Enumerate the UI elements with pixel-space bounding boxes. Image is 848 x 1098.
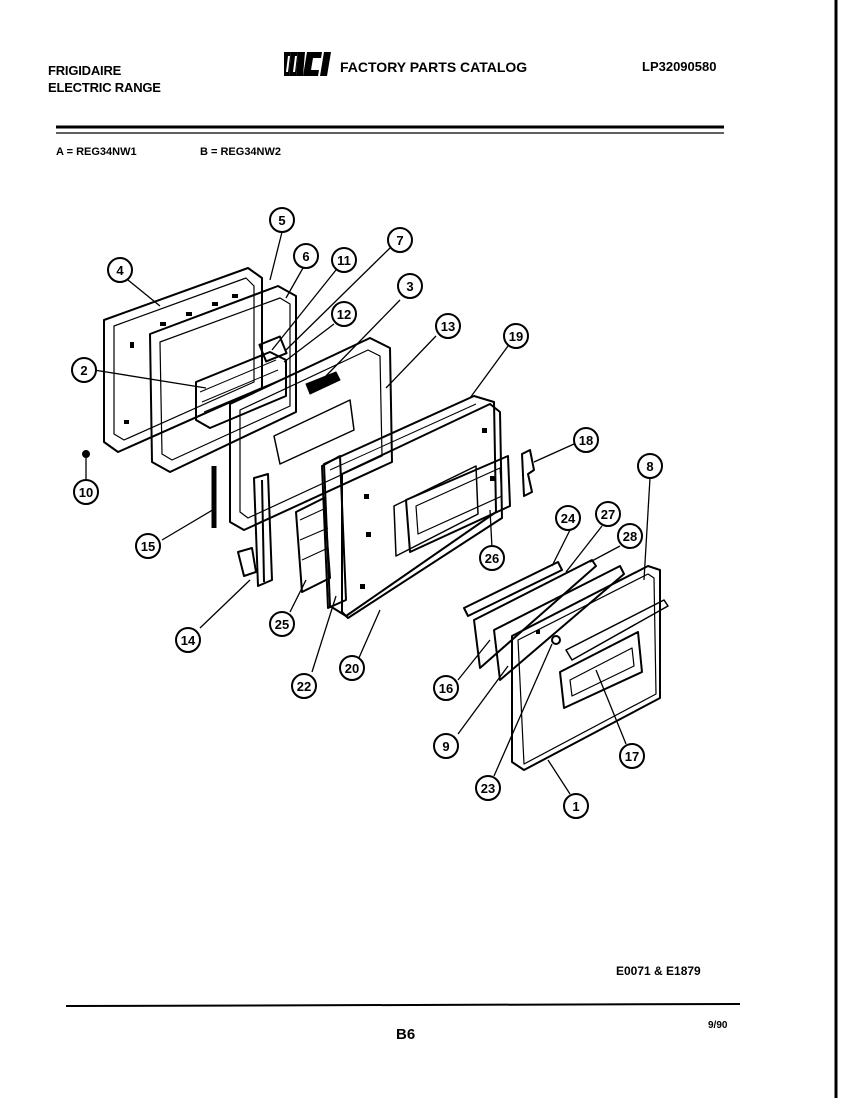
callout-10: 10 bbox=[73, 479, 99, 505]
model-a: A = REG34NW1 bbox=[56, 146, 137, 158]
callout-13: 13 bbox=[435, 313, 461, 339]
product-type: ELECTRIC RANGE bbox=[48, 80, 161, 95]
callout-19-label: 19 bbox=[509, 329, 523, 344]
callout-11: 11 bbox=[331, 247, 357, 273]
callout-6: 6 bbox=[293, 243, 319, 269]
page-frame bbox=[56, 0, 838, 1098]
callout-10-label: 10 bbox=[79, 485, 93, 500]
callout-8: 8 bbox=[637, 453, 663, 479]
callout-14: 14 bbox=[175, 627, 201, 653]
callout-15-label: 15 bbox=[141, 539, 155, 554]
part-20-outer-panel bbox=[323, 395, 503, 619]
part-codes: E0071 & E1879 bbox=[616, 964, 701, 978]
callout-5-label: 5 bbox=[278, 213, 285, 228]
callout-7: 7 bbox=[387, 227, 413, 253]
part-9-trim bbox=[493, 565, 625, 681]
callout-2-label: 2 bbox=[80, 363, 87, 378]
part-2-insulation bbox=[195, 335, 288, 429]
callout-26-label: 26 bbox=[485, 551, 499, 566]
leader-lines bbox=[85, 231, 651, 795]
callout-26: 26 bbox=[479, 545, 505, 571]
wci-logo bbox=[278, 50, 338, 82]
part-5-gasket bbox=[149, 285, 297, 473]
callout-28-label: 28 bbox=[623, 529, 637, 544]
callout-4: 4 bbox=[107, 257, 133, 283]
callout-17-label: 17 bbox=[625, 749, 639, 764]
callout-24: 24 bbox=[555, 505, 581, 531]
callout-20-label: 20 bbox=[345, 661, 359, 676]
callout-13-label: 13 bbox=[441, 319, 455, 334]
callout-20: 20 bbox=[339, 655, 365, 681]
brand-name: FRIGIDAIRE bbox=[48, 63, 122, 78]
callout-1: 1 bbox=[563, 793, 589, 819]
callout-28: 28 bbox=[617, 523, 643, 549]
part-25-glass-pack bbox=[295, 497, 331, 593]
callout-18: 18 bbox=[573, 427, 599, 453]
part-24-trim bbox=[463, 561, 563, 617]
callout-18-label: 18 bbox=[579, 433, 593, 448]
callout-8-label: 8 bbox=[646, 459, 653, 474]
callout-3: 3 bbox=[397, 273, 423, 299]
callouts: 1 2 3 4 5 6 7 8 9 10 11 12 13 14 15 16 1… bbox=[71, 207, 663, 819]
callout-9: 9 bbox=[433, 733, 459, 759]
callout-25-label: 25 bbox=[275, 617, 289, 632]
callout-11-label: 11 bbox=[337, 253, 351, 268]
callout-5: 5 bbox=[269, 207, 295, 233]
callout-12-label: 12 bbox=[337, 307, 351, 322]
callout-19: 19 bbox=[503, 323, 529, 349]
part-1-door-front bbox=[511, 565, 669, 771]
callout-1-label: 1 bbox=[572, 799, 579, 814]
part-4-door-liner bbox=[103, 267, 263, 453]
callout-27: 27 bbox=[595, 501, 621, 527]
part-18-clip bbox=[521, 449, 535, 497]
callout-3-label: 3 bbox=[406, 279, 413, 294]
part-16-gasket bbox=[473, 559, 597, 669]
model-b: B = REG34NW2 bbox=[200, 146, 281, 158]
callout-16: 16 bbox=[433, 675, 459, 701]
callout-14-label: 14 bbox=[181, 633, 196, 648]
page-number: B6 bbox=[396, 1026, 416, 1043]
callout-2: 2 bbox=[71, 357, 97, 383]
callout-12: 12 bbox=[331, 301, 357, 327]
callout-25: 25 bbox=[269, 611, 295, 637]
print-date: 9/90 bbox=[708, 1020, 728, 1031]
catalog-number: LP32090580 bbox=[642, 59, 717, 74]
callout-15: 15 bbox=[135, 533, 161, 559]
callout-23-label: 23 bbox=[481, 781, 495, 796]
callout-22: 22 bbox=[291, 673, 317, 699]
callout-23: 23 bbox=[475, 775, 501, 801]
callout-7-label: 7 bbox=[396, 233, 403, 248]
part-13-window-frame bbox=[229, 337, 393, 531]
part-14-hinge bbox=[237, 473, 273, 587]
callout-6-label: 6 bbox=[302, 249, 309, 264]
catalog-title: FACTORY PARTS CATALOG bbox=[340, 59, 528, 75]
callout-4-label: 4 bbox=[116, 263, 124, 278]
callout-22-label: 22 bbox=[297, 679, 311, 694]
callout-27-label: 27 bbox=[601, 507, 615, 522]
callout-9-label: 9 bbox=[442, 739, 449, 754]
callout-16-label: 16 bbox=[439, 681, 453, 696]
callout-24-label: 24 bbox=[561, 511, 576, 526]
part-26-handle-insert bbox=[405, 455, 511, 553]
callout-17: 17 bbox=[619, 743, 645, 769]
